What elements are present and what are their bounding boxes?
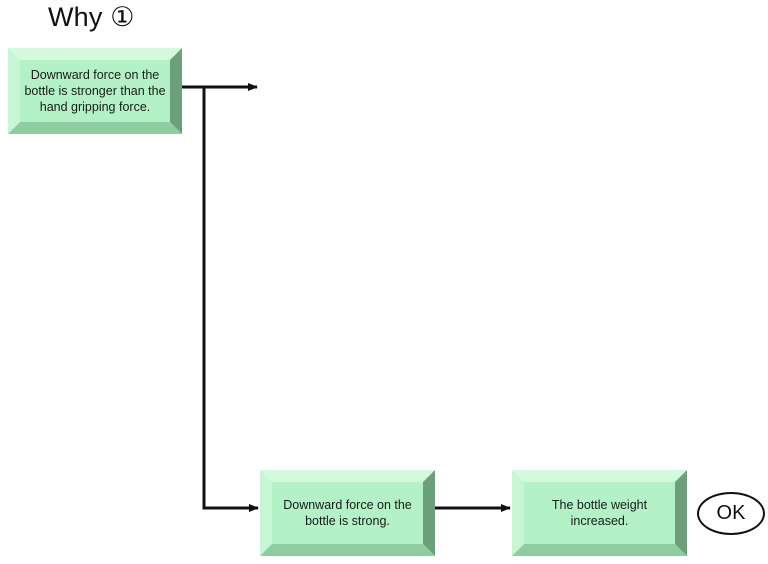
node-downward-force-strong: Downward force on the bottle is strong. <box>260 470 435 556</box>
bevel-box-shape <box>512 470 687 556</box>
node-label: Downward force on the bottle is stronger… <box>24 68 166 114</box>
node-label: The bottle weight increased. <box>551 498 648 528</box>
diagram-title: Why ① <box>48 2 135 32</box>
arrow-box1-to-box2 <box>202 87 259 512</box>
node-label: Downward force on the bottle is strong. <box>283 498 412 528</box>
bevel-box-shape <box>260 470 435 556</box>
node-downward-force-stronger: Downward force on the bottle is stronger… <box>8 48 182 134</box>
ok-terminal-ellipse: OK <box>697 492 765 535</box>
bevel-box-shape <box>8 48 182 134</box>
node-bottle-weight-increased: The bottle weight increased. <box>512 470 687 556</box>
